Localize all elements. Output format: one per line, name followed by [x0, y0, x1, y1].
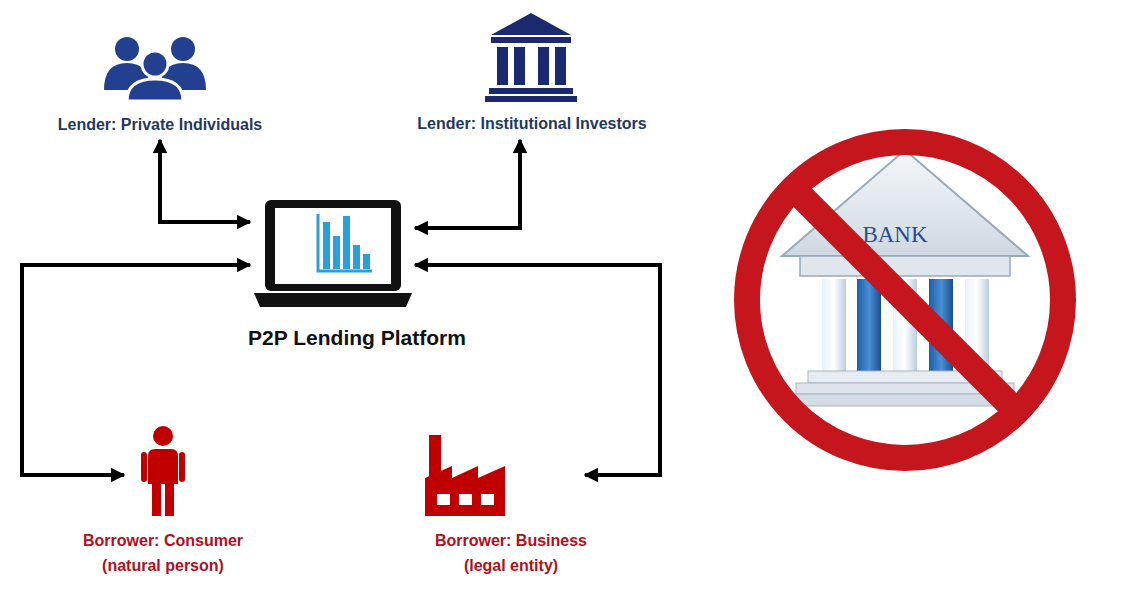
node-label: Lender: Private Individuals: [20, 112, 300, 137]
people-icon: [104, 37, 206, 101]
factory-icon: [425, 435, 505, 516]
double-arrow: [160, 140, 250, 222]
borrower-node: Borrower: Consumer (natural person): [124, 425, 194, 517]
double-arrow: [415, 140, 520, 228]
borrower-node: Borrower: Business (legal entity): [425, 435, 585, 517]
bank-illustration: [782, 150, 1028, 406]
sign-text: BANK: [845, 222, 945, 248]
node-label: Borrower: Consumer (natural person): [68, 528, 258, 578]
person-icon: [141, 426, 185, 516]
double-arrow: [415, 265, 660, 475]
institution-icon: [485, 13, 577, 102]
laptop-icon: [254, 200, 412, 307]
node-label: Lender: Institutional Investors: [382, 111, 682, 136]
platform-node: P2P Lending Platform: [250, 198, 415, 312]
double-arrow: [22, 265, 250, 475]
lender-node: Lender: Institutional Investors: [470, 10, 595, 140]
node-label: Borrower: Business (legal entity): [416, 528, 606, 578]
node-label: P2P Lending Platform: [217, 321, 497, 354]
lender-node: Lender: Private Individuals: [95, 30, 225, 140]
prohibition-slash: [793, 188, 1017, 412]
prohibition-sign: [747, 142, 1063, 458]
